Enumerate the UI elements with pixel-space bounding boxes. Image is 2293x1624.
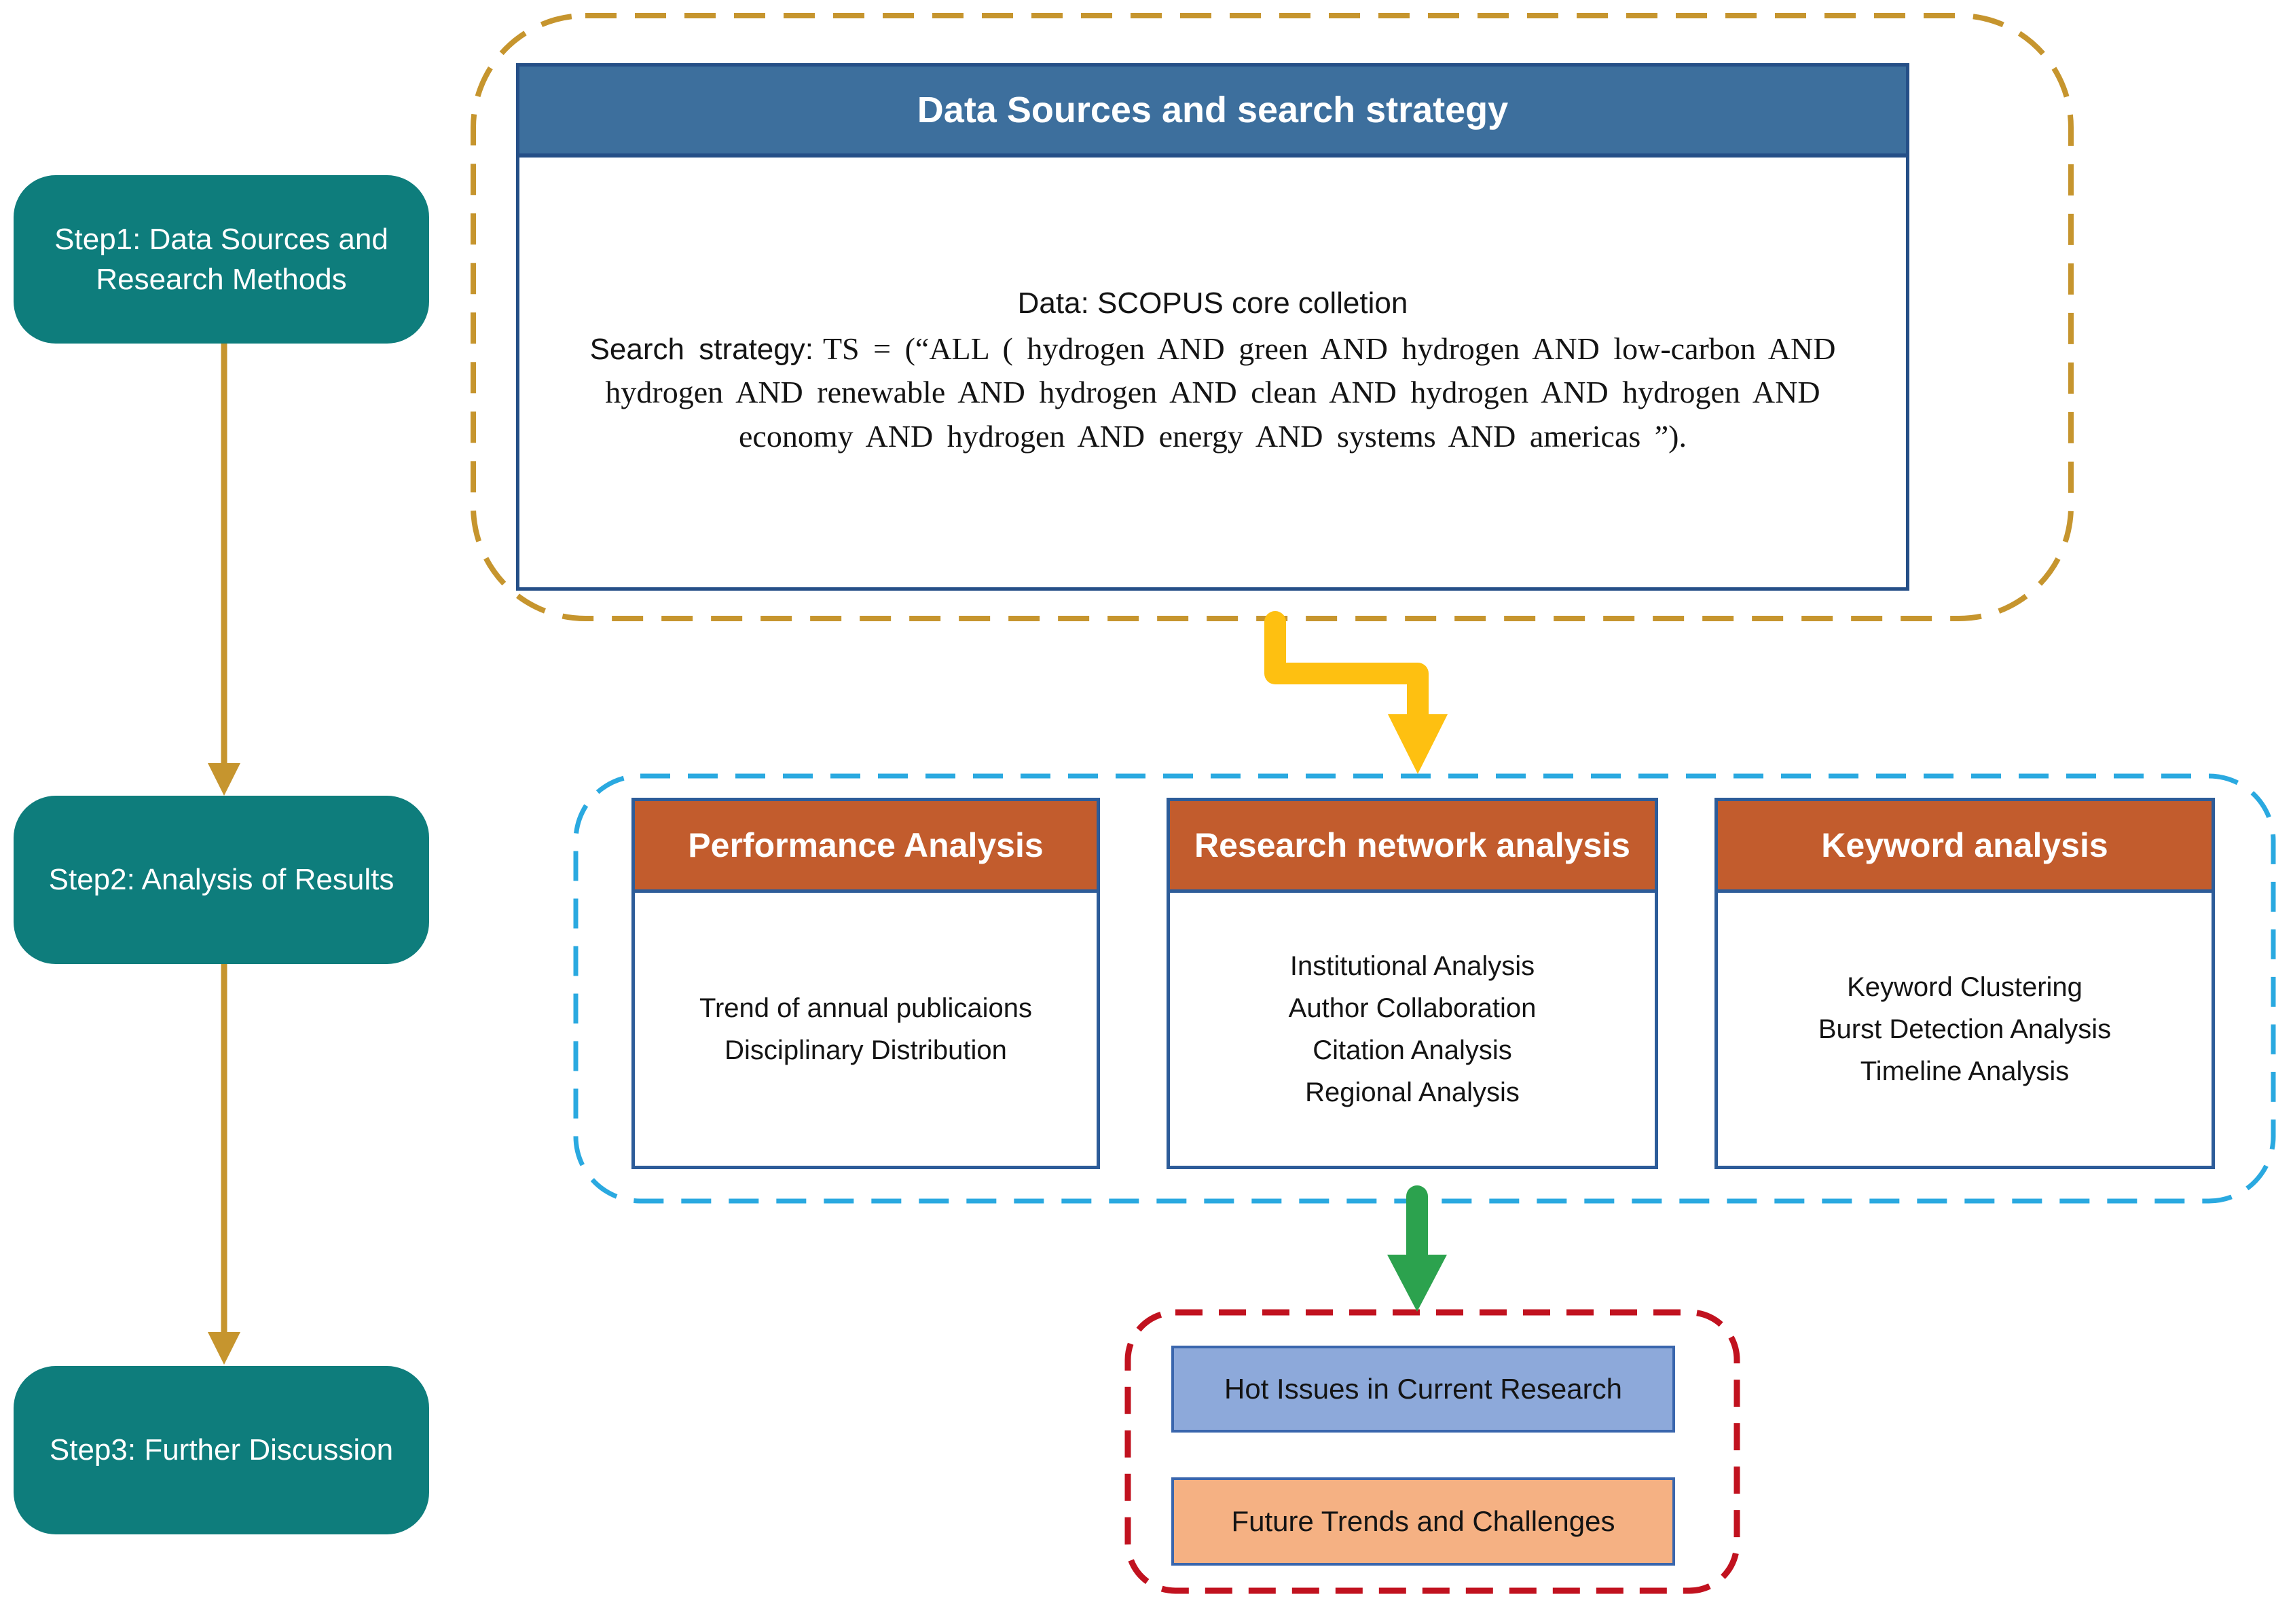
green-arrowhead — [1387, 1255, 1447, 1312]
keyword-analysis-card: Keyword analysis Keyword Clustering Burs… — [1714, 798, 2215, 1169]
keyword-analysis-title: Keyword analysis — [1821, 826, 2108, 864]
hot-issues-label: Hot Issues in Current Research — [1224, 1373, 1622, 1405]
keyword-analysis-header: Keyword analysis — [1718, 801, 2212, 893]
step1-box: Step1: Data Sources and Research Methods — [14, 175, 429, 344]
search-strategy-title: Data Sources and search strategy — [917, 90, 1509, 130]
step2-box: Step2: Analysis of Results — [14, 796, 429, 964]
performance-analysis-card: Performance Analysis Trend of annual pub… — [631, 798, 1100, 1169]
research-network-analysis-body: Institutional Analysis Author Collaborat… — [1170, 893, 1655, 1166]
future-trends-label: Future Trends and Challenges — [1231, 1505, 1615, 1537]
research-network-analysis-header: Research network analysis — [1170, 801, 1655, 893]
performance-analysis-body: Trend of annual publicaions Disciplinary… — [635, 893, 1097, 1166]
data-source-line: Data: SCOPUS core colletion — [1017, 286, 1408, 320]
analysis-item: Burst Detection Analysis — [1818, 1014, 2112, 1044]
research-network-analysis-title: Research network analysis — [1194, 826, 1630, 864]
analysis-item: Regional Analysis — [1305, 1077, 1520, 1107]
keyword-analysis-body: Keyword Clustering Burst Detection Analy… — [1718, 893, 2212, 1166]
future-trends-box: Future Trends and Challenges — [1171, 1477, 1675, 1566]
research-network-analysis-card: Research network analysis Institutional … — [1167, 798, 1658, 1169]
analysis-item: Author Collaboration — [1288, 993, 1537, 1023]
step3-label: Step3: Further Discussion — [49, 1433, 394, 1467]
search-strategy-body: Data: SCOPUS core colletion Search strat… — [519, 158, 1906, 587]
step2-to-step3-arrowhead — [208, 1332, 240, 1365]
step3-box: Step3: Further Discussion — [14, 1366, 429, 1534]
performance-analysis-header: Performance Analysis — [635, 801, 1097, 893]
analysis-item: Institutional Analysis — [1289, 951, 1535, 981]
performance-analysis-title: Performance Analysis — [688, 826, 1044, 864]
analysis-item: Keyword Clustering — [1847, 972, 2083, 1002]
analysis-item: Timeline Analysis — [1860, 1056, 2070, 1086]
step1-label: Step1: Data Sources and Research Methods — [54, 222, 388, 296]
search-strategy-card: Data Sources and search strategy Data: S… — [516, 63, 1909, 591]
analysis-item: Trend of annual publicaions — [699, 993, 1032, 1023]
search-strategy-header: Data Sources and search strategy — [519, 67, 1906, 158]
step2-label: Step2: Analysis of Results — [48, 863, 395, 897]
hot-issues-box: Hot Issues in Current Research — [1171, 1346, 1675, 1433]
search-strategy-label: Search strategy: — [589, 332, 813, 366]
search-strategy-query: TS = (“ALL ( hydrogen AND green AND hydr… — [605, 331, 1836, 454]
step1-to-step2-arrowhead — [208, 763, 240, 796]
search-strategy-line: Search strategy:TS = (“ALL ( hydrogen AN… — [557, 327, 1868, 458]
yellow-elbow-arrow — [1264, 611, 1429, 729]
analysis-item: Disciplinary Distribution — [724, 1035, 1007, 1065]
yellow-elbow-arrowhead — [1388, 714, 1448, 774]
analysis-item: Citation Analysis — [1313, 1035, 1512, 1065]
